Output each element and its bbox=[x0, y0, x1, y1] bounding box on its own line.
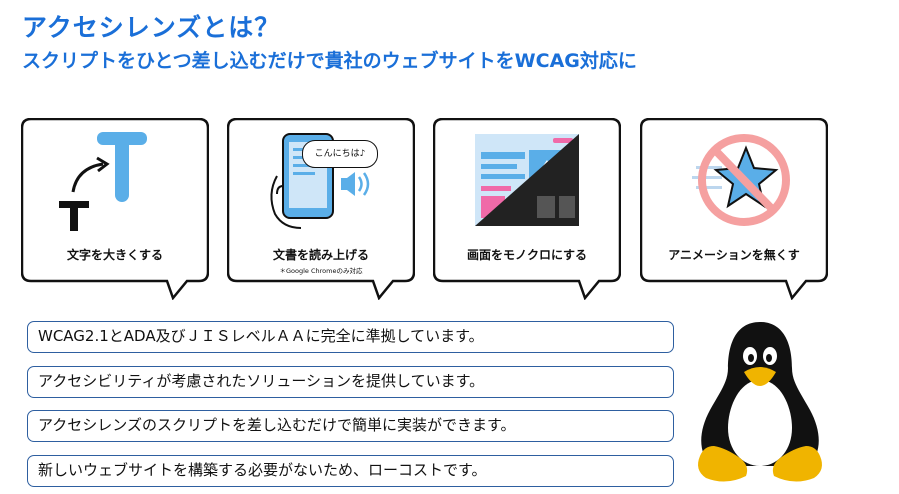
no-animation-icon bbox=[692, 134, 790, 226]
page-title: アクセシレンズとは？ bbox=[22, 13, 281, 42]
point-box-low-cost: 新しいウェブサイトを構築する必要がないため、ローコストです。 bbox=[27, 455, 674, 487]
point-box-easy-install: アクセシレンズのスクリプトを差し込むだけで簡単に実装ができます。 bbox=[27, 410, 674, 442]
feature-label: 文書を読み上げる bbox=[272, 248, 369, 262]
greeting-bubble: こんにちは♪ bbox=[302, 140, 378, 168]
feature-label: 画面をモノクロにする bbox=[466, 248, 588, 262]
point-box-solution: アクセシビリティが考慮されたソリューションを提供しています。 bbox=[27, 366, 674, 398]
penguin-mascot-icon bbox=[698, 322, 822, 482]
point-box-compliance: WCAG2.1とADA及びＪＩＳレベルＡＡに完全に準拠しています。 bbox=[27, 321, 674, 353]
feature-note: ＊Google Chromeのみ対応 bbox=[279, 267, 363, 275]
page-subtitle: スクリプトをひとつ差し込むだけで貴社のウェブサイトをWCAG対応に bbox=[22, 50, 637, 72]
feature-card-enlarge-text: 文字を大きくする bbox=[21, 118, 209, 300]
speech-bubble-frame bbox=[21, 118, 209, 300]
feature-card-read-aloud: こんにちは♪ 文書を読み上げる ＊Google Chromeのみ対応 bbox=[227, 118, 415, 300]
feature-card-no-animation: アニメーションを無くす bbox=[640, 118, 828, 300]
feature-label: 文字を大きくする bbox=[66, 248, 163, 262]
monochrome-icon bbox=[475, 134, 579, 226]
feature-label: アニメーションを無くす bbox=[668, 248, 800, 262]
text-enlarge-icon bbox=[59, 132, 147, 231]
feature-card-monochrome: 画面をモノクロにする bbox=[433, 118, 621, 300]
